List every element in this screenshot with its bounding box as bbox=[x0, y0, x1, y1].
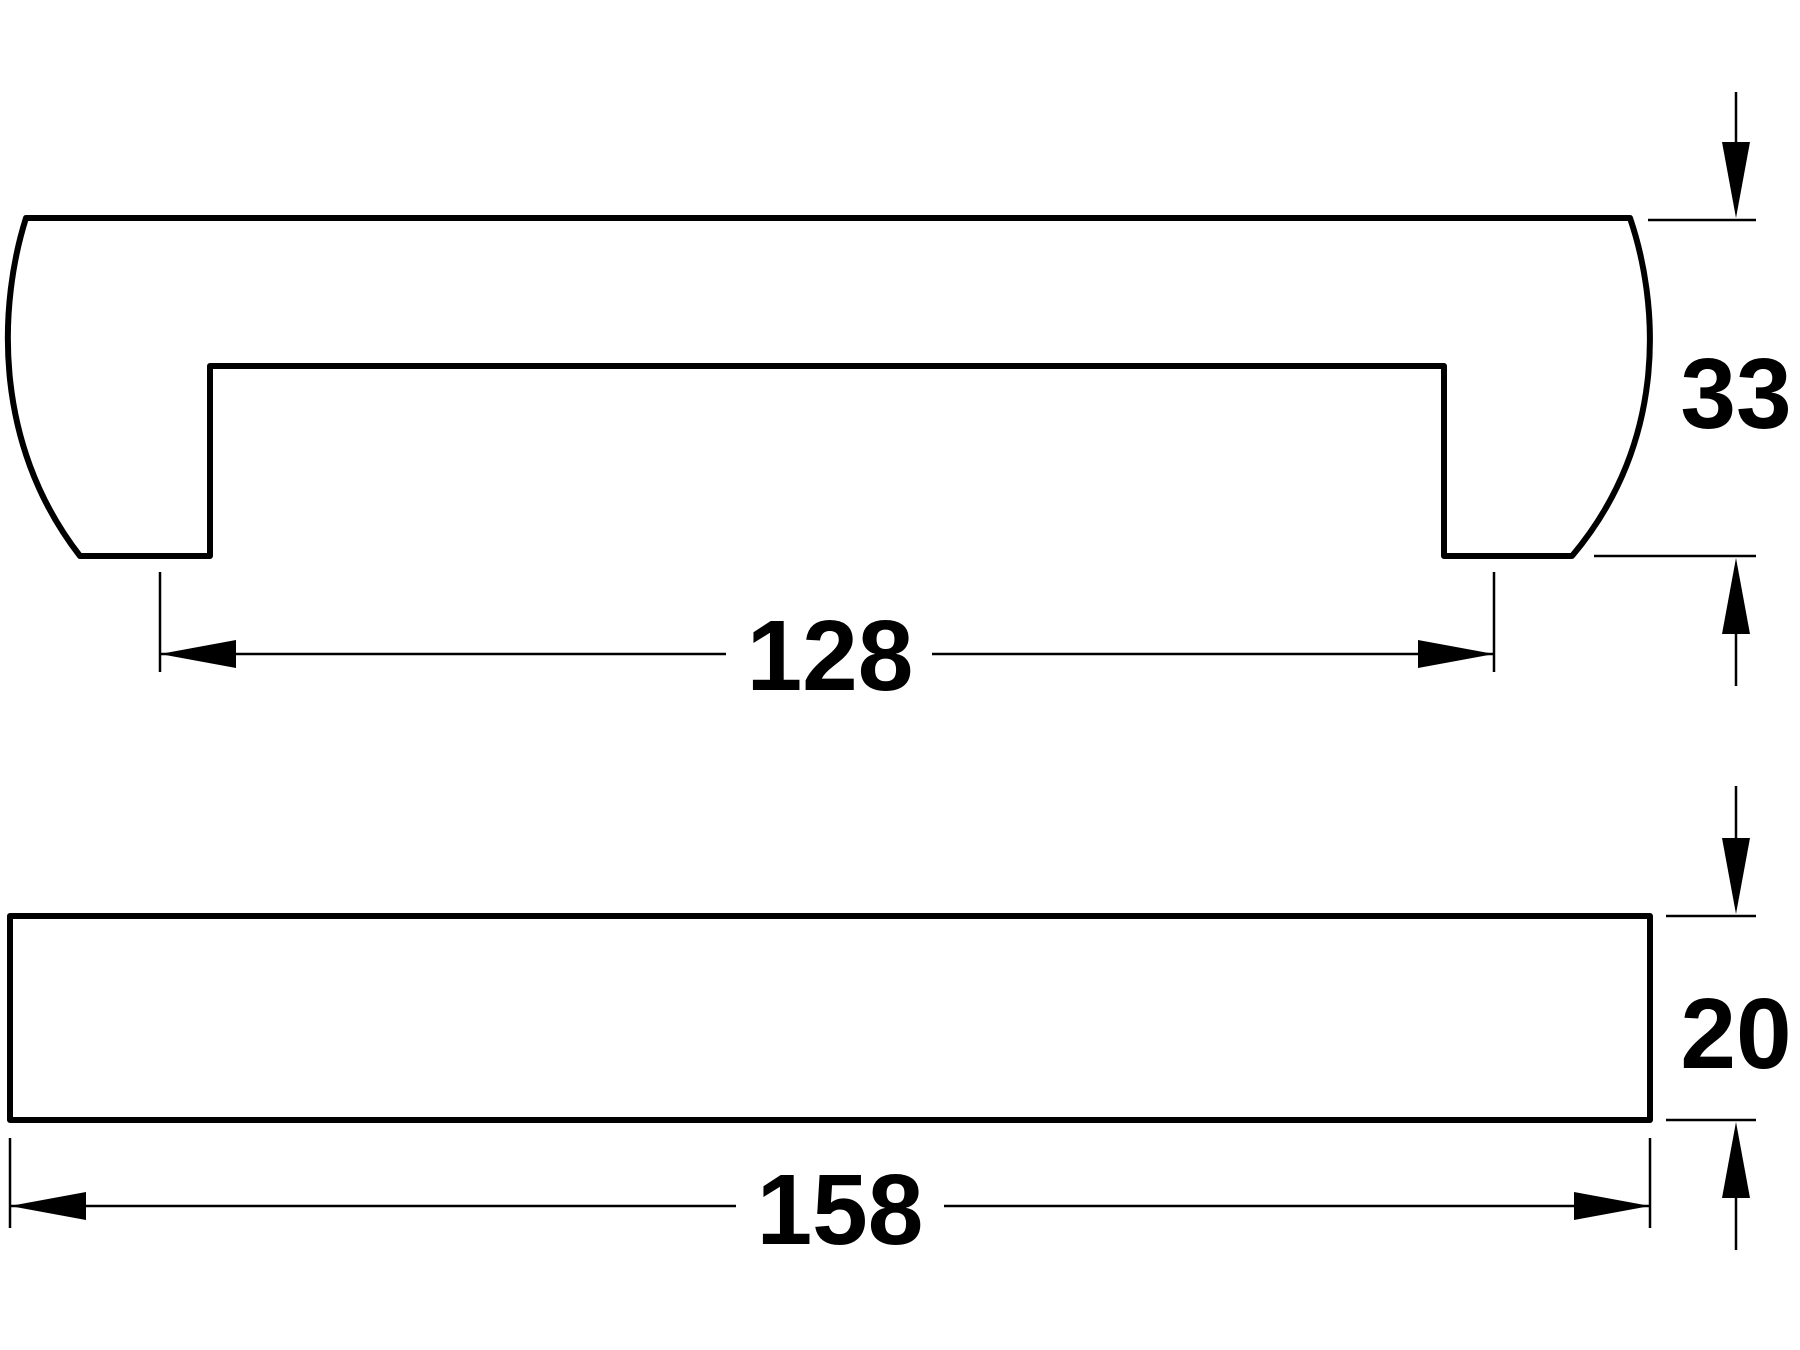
dimension-inner-width: 128 bbox=[158, 572, 1496, 712]
arrowhead-up bbox=[1722, 1122, 1750, 1198]
dimension-side-height: 33 bbox=[1594, 92, 1792, 686]
dimension-label-side-height: 33 bbox=[1680, 338, 1791, 450]
dimension-label-top-height: 20 bbox=[1680, 978, 1791, 1090]
handle-side-profile bbox=[4, 215, 1653, 559]
dimension-label-inner-width: 128 bbox=[747, 600, 914, 712]
arrowhead-down bbox=[1722, 838, 1750, 914]
arrowhead-down bbox=[1722, 142, 1750, 218]
arrowhead-right bbox=[1418, 640, 1494, 668]
top-view: 158 20 bbox=[7, 786, 1792, 1266]
arrowhead-right bbox=[1574, 1192, 1650, 1220]
arrowhead-left bbox=[160, 640, 236, 668]
dimension-top-height: 20 bbox=[1666, 786, 1792, 1250]
arrowhead-left bbox=[10, 1192, 86, 1220]
dimension-overall-length: 158 bbox=[8, 1138, 1652, 1266]
handle-top-profile bbox=[7, 913, 1653, 1123]
side-view: 128 33 bbox=[4, 92, 1792, 712]
dimension-label-overall-length: 158 bbox=[757, 1154, 924, 1266]
arrowhead-up bbox=[1722, 558, 1750, 634]
